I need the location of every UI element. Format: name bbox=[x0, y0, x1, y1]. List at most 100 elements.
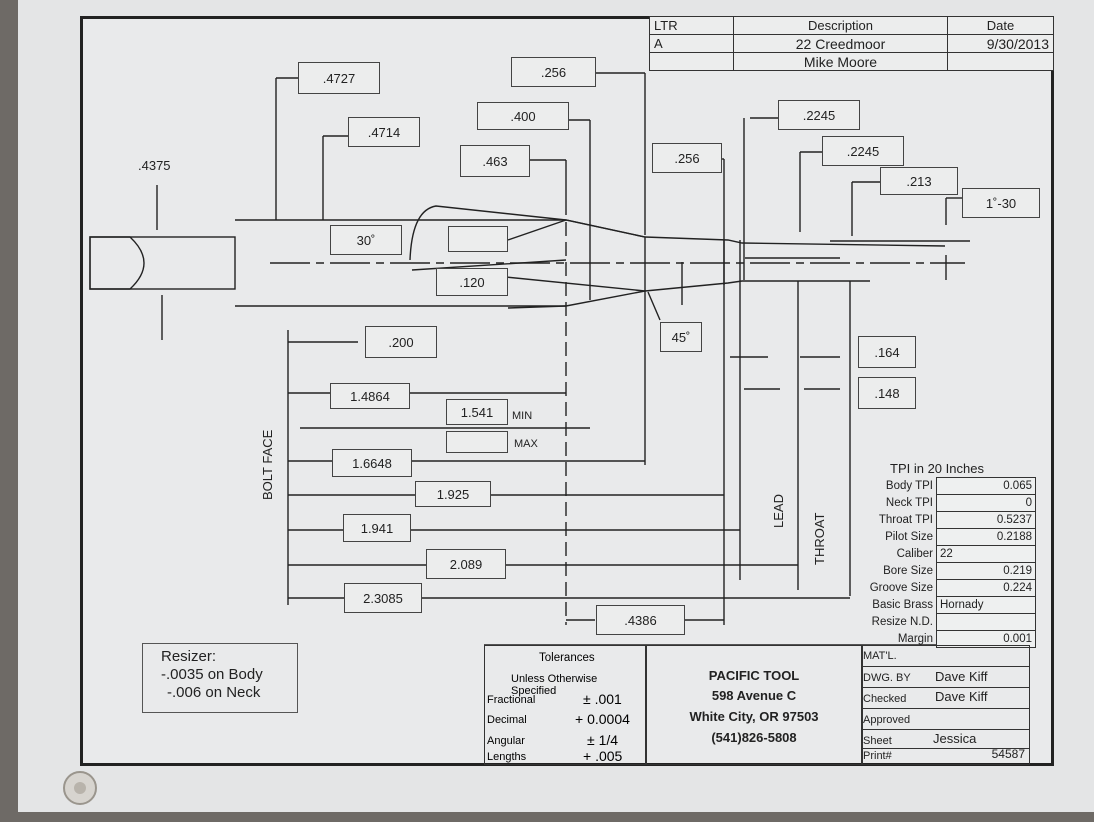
dim-463: .463 bbox=[460, 145, 530, 177]
resizer-body: -.0035 on Body bbox=[161, 666, 263, 683]
rev-date: 9/30/2013 bbox=[947, 34, 1054, 53]
tpi-key: Pilot Size bbox=[885, 531, 933, 543]
tol-value: ± .001 bbox=[583, 691, 622, 707]
tol-key: Angular bbox=[487, 735, 525, 747]
min-label: MIN bbox=[512, 410, 533, 422]
dim-213: .213 bbox=[880, 167, 958, 195]
tpi-key: Resize N.D. bbox=[871, 616, 933, 628]
tpi-value: 0.224 bbox=[936, 579, 1036, 597]
tpi-value bbox=[936, 613, 1036, 631]
matl-row: MAT'L. bbox=[863, 650, 1029, 667]
bolt-face-label: BOLT FACE bbox=[260, 429, 275, 500]
dim-max-blank bbox=[446, 431, 508, 453]
max-label: MAX bbox=[514, 438, 538, 450]
checked-row: Checked Dave Kiff bbox=[863, 688, 1029, 709]
dim-4714: .4714 bbox=[348, 117, 420, 147]
tolerances-title: Tolerances bbox=[539, 652, 595, 664]
tpi-value: 0.065 bbox=[936, 477, 1036, 495]
rev-ltr: A bbox=[649, 34, 734, 53]
dim-30-deg: 30˚ bbox=[330, 225, 402, 255]
approved-label: Approved bbox=[863, 714, 911, 726]
tolerances-block: Tolerances Unless Otherwise Specified Fr… bbox=[484, 645, 646, 765]
dim-120: .120 bbox=[436, 268, 508, 296]
dim-45-deg: 45˚ bbox=[660, 322, 702, 352]
revision-block: LTR Description Date A 22 Creedmoor 9/30… bbox=[649, 16, 1054, 71]
dim-14864: 1.4864 bbox=[330, 383, 410, 409]
sheet-label: Sheet bbox=[863, 735, 892, 747]
tpi-value: 0.2188 bbox=[936, 528, 1036, 546]
tpi-key: Throat TPI bbox=[878, 514, 933, 526]
throat-label: THROAT bbox=[812, 512, 827, 565]
dim-4375: .4375 bbox=[138, 158, 171, 173]
rev-author: Mike Moore bbox=[733, 52, 948, 71]
dim-4386: .4386 bbox=[596, 605, 685, 635]
dim-200: .200 bbox=[365, 326, 437, 358]
pushpin-icon bbox=[63, 771, 97, 805]
tpi-value: 22 bbox=[936, 545, 1036, 563]
tpi-value: 0.5237 bbox=[936, 511, 1036, 529]
dim-16648: 1.6648 bbox=[332, 449, 412, 477]
resizer-note: Resizer: -.0035 on Body -.006 on Neck bbox=[142, 643, 298, 713]
dwg-row: DWG. BY Dave Kiff bbox=[863, 667, 1029, 688]
rev-header-description: Description bbox=[733, 16, 948, 35]
dim-1541: 1.541 bbox=[446, 399, 508, 425]
resizer-neck: -.006 on Neck bbox=[167, 684, 261, 701]
checked-by: Dave Kiff bbox=[935, 689, 988, 704]
tpi-key: Margin bbox=[897, 633, 933, 645]
print-value: 54587 bbox=[991, 747, 1025, 761]
tpi-key: Neck TPI bbox=[885, 497, 933, 509]
dim-23085: 2.3085 bbox=[344, 583, 422, 613]
tpi-value: Hornady bbox=[936, 596, 1036, 614]
dim-400: .400 bbox=[477, 102, 569, 130]
checked-label: Checked bbox=[863, 693, 907, 705]
tol-value: + .005 bbox=[583, 748, 623, 764]
matl-label: MAT'L. bbox=[863, 650, 897, 662]
dim-256-neck: .256 bbox=[652, 143, 722, 173]
reamer-body bbox=[235, 219, 946, 307]
dim-164: .164 bbox=[858, 336, 916, 368]
rev-ltr-2 bbox=[649, 52, 734, 71]
tol-key: Lengths bbox=[487, 751, 527, 763]
signoff-block: MAT'L. DWG. BY Dave Kiff Checked Dave Ki… bbox=[862, 645, 1030, 765]
tolerances-subtitle: Unless Otherwise Specified bbox=[511, 673, 598, 697]
tol-value: ± 1/4 bbox=[587, 732, 619, 748]
dwg-by: Dave Kiff bbox=[935, 669, 988, 684]
lead-label: LEAD bbox=[771, 494, 786, 528]
maker-phone: (541)826-5808 bbox=[711, 730, 797, 745]
tol-key: Decimal bbox=[487, 714, 527, 726]
rev-description: 22 Creedmoor bbox=[733, 34, 948, 53]
tpi-key: Caliber bbox=[896, 548, 933, 560]
rev-header-date: Date bbox=[947, 16, 1054, 35]
tpi-value: 0.001 bbox=[936, 630, 1036, 648]
dim-2089: 2.089 bbox=[426, 549, 506, 579]
resizer-title: Resizer: bbox=[161, 648, 217, 665]
tol-value: + 0.0004 bbox=[575, 711, 630, 727]
tpi-title: TPI in 20 Inches bbox=[890, 461, 984, 476]
shank bbox=[89, 236, 236, 290]
dim-1941: 1.941 bbox=[343, 514, 411, 542]
print-label: Print# bbox=[863, 750, 892, 762]
dim-1925: 1.925 bbox=[415, 481, 491, 507]
dim-4727: .4727 bbox=[298, 62, 380, 94]
dim-2245-b: .2245 bbox=[822, 136, 904, 166]
dim-256-top: .256 bbox=[511, 57, 596, 87]
tpi-value: 0 bbox=[936, 494, 1036, 512]
sheet-value: Jessica bbox=[933, 731, 977, 746]
tpi-key: Groove Size bbox=[869, 582, 933, 594]
tpi-key: Basic Brass bbox=[872, 599, 933, 611]
dwg-label: DWG. BY bbox=[863, 672, 911, 684]
rev-header-ltr: LTR bbox=[649, 16, 734, 35]
maker-address: 598 Avenue C bbox=[711, 688, 797, 703]
sheet-row: Sheet Jessica bbox=[863, 730, 1029, 749]
maker-city: White City, OR 97503 bbox=[689, 709, 819, 724]
approved-row: Approved bbox=[863, 709, 1029, 730]
print-row: Print# 54587 bbox=[863, 747, 1029, 763]
dim-148: .148 bbox=[858, 377, 916, 409]
pilot-outline bbox=[89, 236, 145, 290]
maker-block: PACIFIC TOOL 598 Avenue C White City, OR… bbox=[646, 645, 862, 765]
tpi-value: 0.219 bbox=[936, 562, 1036, 580]
dim-blank bbox=[448, 226, 508, 252]
rev-date-2 bbox=[947, 52, 1054, 71]
maker-name: PACIFIC TOOL bbox=[708, 668, 800, 683]
